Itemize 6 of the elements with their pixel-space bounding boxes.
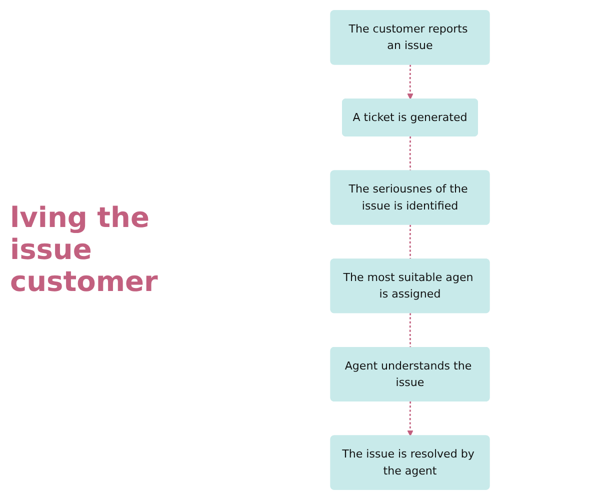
connector <box>409 313 412 348</box>
connector <box>409 136 412 171</box>
arrow <box>407 64 414 100</box>
arrow <box>407 401 414 436</box>
diagram-title: lving the issue customer <box>9 200 159 300</box>
connector <box>409 224 412 260</box>
